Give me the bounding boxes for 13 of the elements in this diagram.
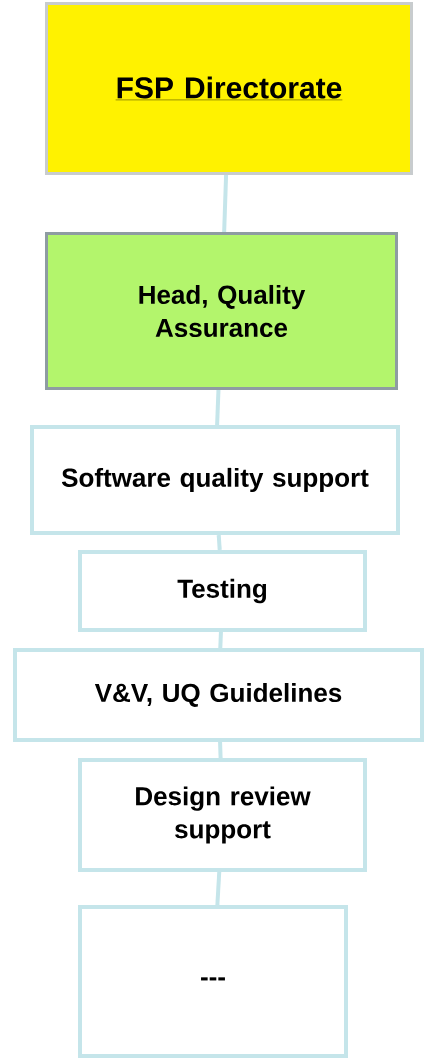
function-box: Software quality support xyxy=(30,425,400,535)
function-box: Design review support xyxy=(78,758,367,872)
connector-line xyxy=(215,871,222,906)
function-box: V&V, UQ Guidelines xyxy=(13,648,424,742)
connector-line xyxy=(215,389,221,426)
connector-line xyxy=(218,741,223,759)
connector-line xyxy=(218,631,223,649)
directorate-box: FSP Directorate xyxy=(45,2,413,175)
connector-line xyxy=(216,534,222,551)
connector-line xyxy=(222,174,229,233)
function-box: --- xyxy=(78,905,348,1058)
function-box: Testing xyxy=(78,550,367,632)
role-box: Head, Quality Assurance xyxy=(45,232,398,390)
